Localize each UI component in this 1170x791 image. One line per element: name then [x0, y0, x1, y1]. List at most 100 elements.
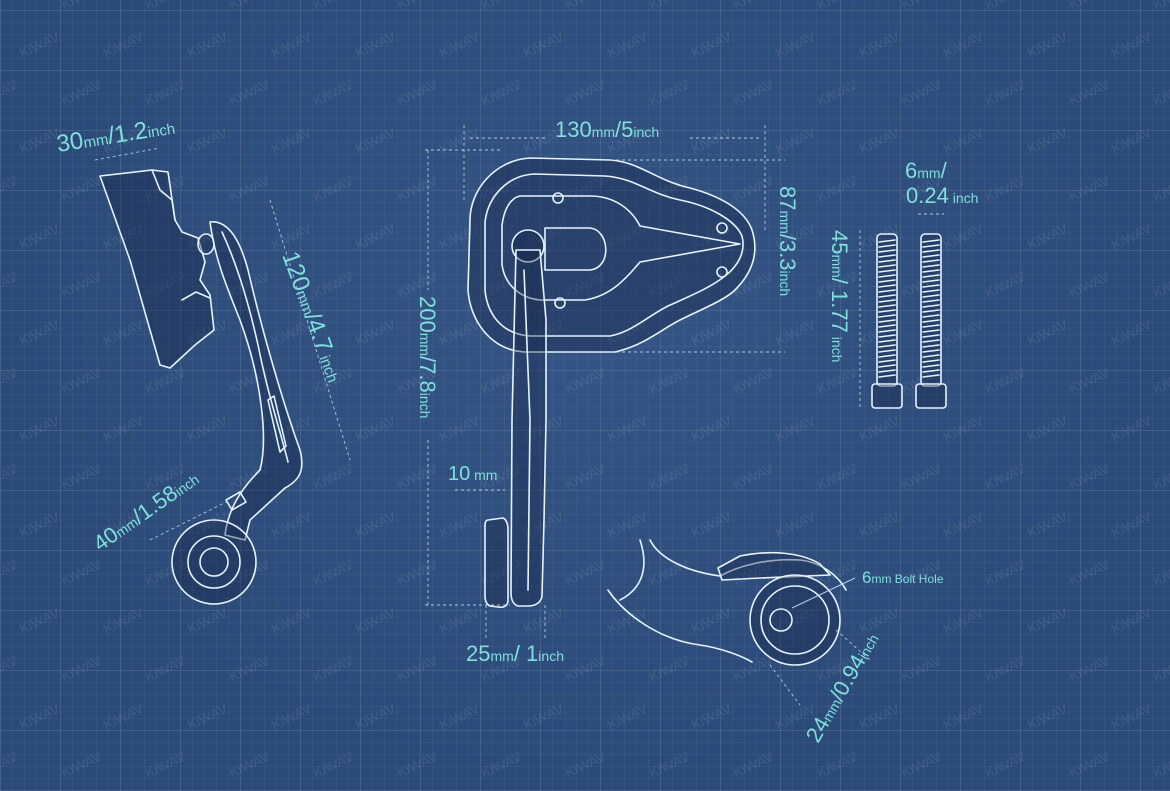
watermark-text: KiWAV — [563, 556, 609, 589]
dim-line-40 — [149, 499, 231, 541]
stem — [510, 249, 547, 607]
watermark-text: KiWAV — [731, 748, 777, 781]
watermark-text: KiWAV — [1151, 364, 1170, 397]
watermark-text: KiWAV — [143, 748, 189, 781]
thread-line — [922, 249, 940, 253]
watermark-text: KiWAV — [983, 460, 1029, 493]
watermark-text: KiWAV — [1067, 364, 1113, 397]
watermark-text: KiWAV — [17, 604, 63, 637]
watermark-text: KiWAV — [59, 556, 105, 589]
watermark-text: KiWAV — [521, 604, 567, 637]
watermark-text: KiWAV — [647, 364, 693, 397]
thread-line — [878, 374, 896, 378]
watermark-text: KiWAV — [1151, 172, 1170, 205]
watermark-text: KiWAV — [353, 220, 399, 253]
watermark-text: KiWAV — [311, 556, 357, 589]
side-clamp-hole — [199, 547, 229, 577]
watermark-text: KiWAV — [143, 76, 189, 109]
watermark-text: KiWAV — [1109, 28, 1155, 61]
thread-line — [878, 284, 896, 288]
watermark-text: KiWAV — [731, 364, 777, 397]
watermark-text: KiWAV — [353, 412, 399, 445]
screw-top — [552, 192, 564, 204]
thread-line — [878, 239, 896, 243]
watermark-text: KiWAV — [941, 604, 987, 637]
watermark-text: KiWAV — [1109, 124, 1155, 157]
thread-line — [878, 254, 896, 258]
watermark-text: KiWAV — [17, 412, 63, 445]
watermark-text: KiWAV — [59, 0, 105, 13]
side-arm-inner — [221, 231, 289, 463]
watermark-text: KiWAV — [395, 652, 441, 685]
mirror-head-notch — [181, 291, 211, 301]
watermark-text: KiWAV — [941, 316, 987, 349]
watermark-text: KiWAV — [17, 700, 63, 733]
thread-line — [878, 274, 896, 278]
watermark-text: KiWAV — [227, 748, 273, 781]
watermark-text: KiWAV — [1067, 652, 1113, 685]
watermark-text: KiWAV — [563, 748, 609, 781]
watermark-text: KiWAV — [437, 508, 483, 541]
thread-line — [922, 369, 940, 373]
watermark-text: KiWAV — [269, 508, 315, 541]
thread-line — [922, 329, 940, 333]
thread-line — [922, 339, 940, 343]
front-view-mirror — [425, 125, 785, 640]
watermark-text: KiWAV — [227, 0, 273, 13]
watermark-text: KiWAV — [311, 460, 357, 493]
watermark-text: KiWAV — [1151, 556, 1170, 589]
watermark-text: KiWAV — [59, 268, 105, 301]
watermark-text: KiWAV — [941, 412, 987, 445]
side-view-mirror — [94, 147, 351, 605]
watermark-text: KiWAV — [1151, 76, 1170, 109]
watermark-text: KiWAV — [59, 748, 105, 781]
watermark-text: KiWAV — [1109, 220, 1155, 253]
watermark-text: KiWAV — [311, 172, 357, 205]
thread-line — [922, 354, 940, 358]
thread-line — [922, 324, 940, 328]
watermark-text: KiWAV — [0, 268, 21, 301]
watermark-text: KiWAV — [689, 508, 735, 541]
watermark-text: KiWAV — [59, 652, 105, 685]
watermark-text: KiWAV — [311, 748, 357, 781]
watermark-text: KiWAV — [227, 76, 273, 109]
watermark-text: KiWAV — [773, 316, 819, 349]
mirror-head-front-oval — [544, 227, 607, 271]
watermark-text: KiWAV — [143, 652, 189, 685]
thread-line — [922, 289, 940, 293]
watermark-text: KiWAV — [1151, 748, 1170, 781]
watermark-text: KiWAV — [647, 460, 693, 493]
thread-line — [878, 289, 896, 293]
watermark-text: KiWAV — [479, 76, 525, 109]
watermark-text: KiWAV — [899, 460, 945, 493]
watermark-text: KiWAV — [1151, 460, 1170, 493]
thread-line — [878, 364, 896, 368]
watermark-text: KiWAV — [1025, 220, 1071, 253]
watermark-text: KiWAV — [17, 28, 63, 61]
thread-line — [922, 359, 940, 363]
thread-line — [878, 244, 896, 248]
mirror-head-front-inner — [484, 173, 744, 337]
thread-line — [878, 359, 896, 363]
watermark-text: KiWAV — [353, 316, 399, 349]
watermark-text: KiWAV — [269, 604, 315, 637]
thread-line — [878, 329, 896, 333]
watermark-text: KiWAV — [983, 0, 1029, 13]
watermark-text: KiWAV — [815, 0, 861, 13]
thread-line — [878, 309, 896, 313]
thread-line — [922, 294, 940, 298]
detail-arm-curve — [619, 539, 645, 601]
watermark-text: KiWAV — [731, 76, 777, 109]
watermark-text: KiWAV — [479, 0, 525, 13]
dim-label-87: 87mm/3.3inch — [775, 186, 800, 296]
watermark-text: KiWAV — [941, 28, 987, 61]
watermark-text: KiWAV — [857, 604, 903, 637]
thread-line — [878, 314, 896, 318]
watermark-text: KiWAV — [1067, 556, 1113, 589]
watermark-text: KiWAV — [521, 700, 567, 733]
dim-line-24-b — [835, 629, 871, 661]
watermark-text: KiWAV — [185, 700, 231, 733]
watermark-text: KiWAV — [1109, 316, 1155, 349]
bolt-hole-leader — [791, 577, 856, 609]
